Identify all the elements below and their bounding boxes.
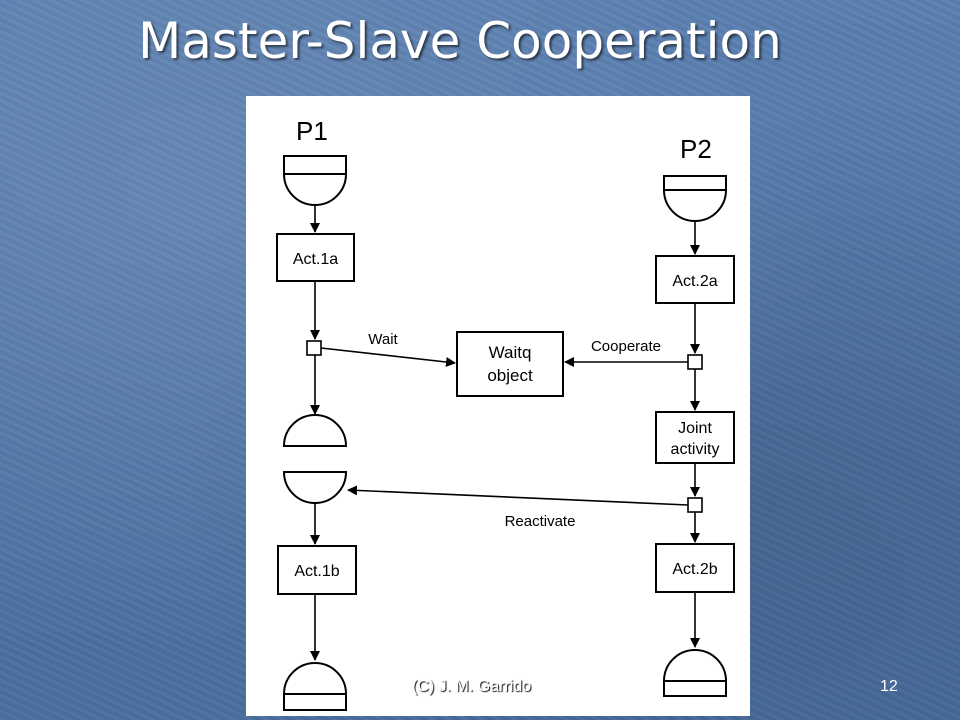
- p1-reactivate-node: [282, 471, 348, 504]
- p2-cooperate-point: [687, 354, 703, 370]
- p2-label: P2: [680, 134, 712, 164]
- slide-number: 12: [880, 678, 898, 695]
- joint-activity-line1: Joint: [678, 420, 712, 437]
- slide-title: Master-Slave Cooperation: [138, 12, 782, 70]
- slide-footer: (C) J. M. Garrido: [412, 678, 532, 695]
- master-slave-diagram: P1 P2 Act.1a Wait Waitq object Act.1b: [276, 116, 735, 711]
- reactivate-arrow: [347, 485, 689, 506]
- act-1b-label: Act.1b: [294, 563, 339, 580]
- p2-reactivate-point: [687, 497, 703, 513]
- p1-wait-point: [306, 340, 322, 356]
- joint-activity-line2: activity: [671, 441, 720, 458]
- joint-activity-box: [655, 411, 735, 464]
- waitq-label-line2: object: [487, 366, 533, 385]
- waitq-object-box: [456, 331, 564, 397]
- p1-label: P1: [296, 116, 328, 146]
- act-2a-label: Act.2a: [672, 273, 717, 290]
- diagram-panel: P1 P2 Act.1a Wait Waitq object Act.1b: [246, 96, 750, 716]
- p1-start-node: [283, 155, 347, 206]
- act-1a-box: [276, 233, 355, 282]
- wait-label: Wait: [368, 331, 398, 348]
- p2-start-node: [663, 175, 727, 222]
- act-1b-box: [277, 545, 357, 595]
- act-2b-box: [655, 543, 735, 593]
- p1-end-node: [283, 662, 347, 711]
- cooperate-label: Cooperate: [591, 338, 661, 355]
- p1-wait-node: [282, 414, 348, 447]
- reactivate-label: Reactivate: [505, 513, 576, 530]
- act-2b-label: Act.2b: [672, 561, 717, 578]
- act-1a-label: Act.1a: [293, 251, 338, 268]
- waitq-label-line1: Waitq: [489, 343, 532, 362]
- p2-end-node: [663, 649, 727, 697]
- wait-arrow: [320, 347, 456, 367]
